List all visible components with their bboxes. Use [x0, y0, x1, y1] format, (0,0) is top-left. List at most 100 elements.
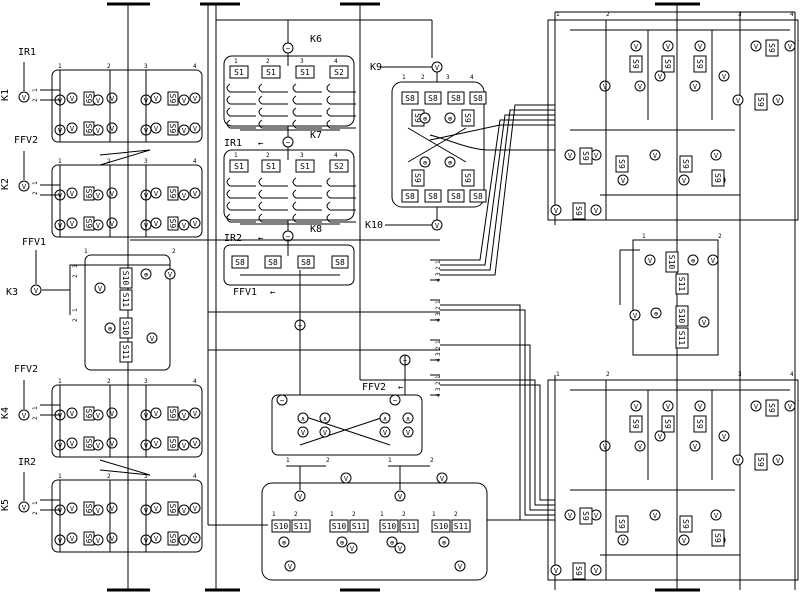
s11-box: S11 — [119, 341, 133, 363]
svg-text:S8: S8 — [473, 192, 483, 201]
port-number: 2 — [107, 378, 111, 385]
s9-box: S9 — [754, 93, 768, 111]
v-node-icon: V — [649, 509, 661, 521]
svg-text:V: V — [658, 73, 663, 81]
svg-text:V: V — [193, 125, 198, 133]
svg-text:V: V — [301, 429, 306, 437]
port-number: 1 — [72, 264, 79, 268]
v-node-icon: V — [150, 532, 162, 544]
svg-text:V: V — [714, 152, 719, 160]
port-number: 2 — [435, 306, 442, 310]
v-node-icon: V — [106, 92, 118, 104]
port-number: 4 — [193, 63, 197, 70]
port-number: 2 — [402, 511, 406, 518]
s9-box: S9 — [754, 453, 768, 471]
port-number: 1 — [58, 63, 62, 70]
v-node-icon: V — [617, 534, 629, 546]
svg-text:S9: S9 — [574, 206, 583, 216]
svg-text:S9: S9 — [168, 534, 177, 544]
svg-text:V: V — [182, 507, 187, 515]
v-node-icon: V — [630, 400, 642, 412]
s10-box: S10 — [119, 317, 133, 339]
svg-text:V: V — [350, 545, 355, 553]
svg-text:V: V — [22, 412, 27, 420]
svg-text:S9: S9 — [767, 43, 776, 53]
svg-text:V: V — [383, 429, 388, 437]
v-node-icon: V — [694, 400, 706, 412]
v-node-icon: V — [189, 187, 201, 199]
svg-text:S1: S1 — [234, 162, 244, 171]
svg-text:V: V — [182, 192, 187, 200]
svg-text:V: V — [594, 152, 599, 160]
svg-text:V: V — [638, 83, 643, 91]
s11-box: S11 — [675, 273, 689, 295]
s9-box: S9 — [765, 39, 779, 57]
svg-text:~: ~ — [286, 45, 290, 53]
svg-text:V: V — [22, 94, 27, 102]
svg-text:⊕: ⊕ — [423, 159, 428, 167]
svg-text:V: V — [554, 567, 559, 575]
s9-box: S9 — [629, 55, 643, 73]
svg-text:S11: S11 — [677, 331, 686, 346]
svg-text:V: V — [554, 207, 559, 215]
svg-text:V: V — [440, 475, 445, 483]
s9-box: S9 — [461, 109, 475, 127]
svg-text:S9: S9 — [84, 534, 93, 544]
s8-box: S8 — [264, 255, 282, 269]
port-number: 4 — [334, 58, 338, 65]
wedge-node-icon: ∧ — [319, 412, 331, 424]
s11-box: S11 — [349, 519, 369, 533]
svg-text:S9: S9 — [84, 219, 93, 229]
v-node-icon: V — [66, 532, 78, 544]
svg-text:V: V — [653, 512, 658, 520]
port-number: 3 — [144, 378, 148, 385]
v-node-icon: V — [550, 564, 562, 576]
v-node-icon: V — [550, 204, 562, 216]
svg-text:V: V — [182, 442, 187, 450]
svg-text:V: V — [594, 512, 599, 520]
svg-text:S10: S10 — [332, 522, 347, 531]
v-node-icon: V — [346, 542, 358, 554]
svg-text:V: V — [154, 125, 159, 133]
right-module-top: 1234VVVVVVVVVVS9S9S9S9S9VVVVVVVVVS9S9S9S… — [547, 11, 799, 221]
svg-text:S9: S9 — [84, 504, 93, 514]
svg-text:V: V — [110, 505, 115, 513]
svg-text:V: V — [154, 190, 159, 198]
port-number: 2 — [107, 473, 111, 480]
svg-text:V: V — [193, 220, 198, 228]
svg-text:V: V — [621, 177, 626, 185]
svg-text:V: V — [693, 83, 698, 91]
port-number: 3 — [738, 11, 742, 18]
v-node-icon: V — [189, 92, 201, 104]
svg-text:S9: S9 — [168, 439, 177, 449]
v-node-icon: V — [150, 92, 162, 104]
svg-text:V: V — [344, 475, 349, 483]
label-k7: K7 — [310, 130, 322, 141]
v-node-icon: V — [394, 542, 406, 554]
svg-text:V: V — [722, 433, 727, 441]
svg-text:S2: S2 — [334, 68, 344, 77]
svg-text:V: V — [110, 190, 115, 198]
v-node-icon: V — [617, 174, 629, 186]
port-number: 3 — [144, 158, 148, 165]
svg-text:S11: S11 — [402, 522, 417, 531]
label-ir1-tap: IR1 — [224, 138, 242, 149]
svg-text:S9: S9 — [756, 97, 765, 107]
port-number: 1 — [435, 300, 442, 304]
v-node-icon: V — [189, 437, 201, 449]
oscillator-icon: ~ — [276, 394, 288, 406]
svg-text:V: V — [96, 192, 101, 200]
feed-node-icon: V — [18, 91, 30, 103]
v-node-icon: V — [92, 504, 104, 516]
svg-text:V: V — [682, 177, 687, 185]
port-number: 1 — [435, 340, 442, 344]
v-node-icon: V — [564, 149, 576, 161]
s9-box: S9 — [83, 186, 95, 201]
port-number: 2 — [32, 191, 39, 195]
port-number: 2 — [107, 63, 111, 70]
svg-text:⊕: ⊕ — [340, 539, 345, 547]
port-number: 4 — [790, 11, 794, 18]
